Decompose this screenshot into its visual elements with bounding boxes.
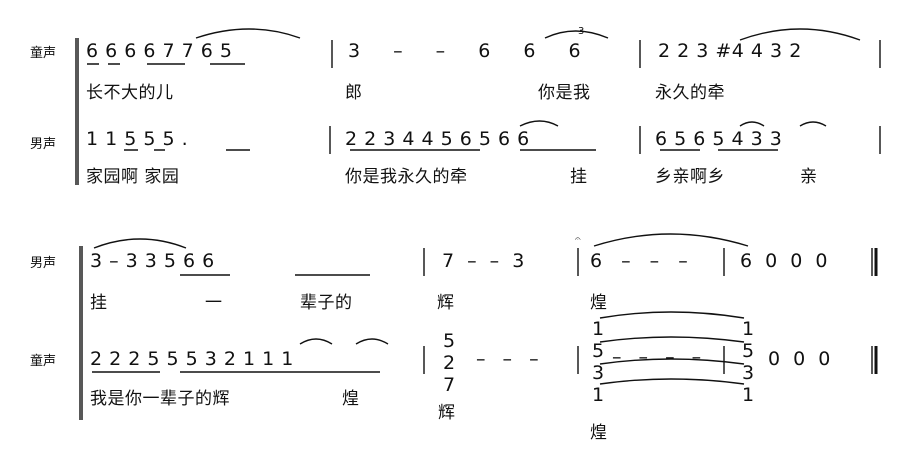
chord-3-note: 3 xyxy=(742,362,755,384)
slur xyxy=(739,121,765,127)
lyric-s2-bot-c: 辉 xyxy=(438,403,456,423)
slur xyxy=(593,233,749,247)
lyric-s1-bot-b: 你是我永久的牵 xyxy=(345,167,468,187)
voice-label-male-2: 男声 xyxy=(30,256,57,271)
chord-2-note: 1 xyxy=(592,384,605,406)
lyric-s1-bot-c: 挂 xyxy=(570,167,588,187)
chord-3-note: 1 xyxy=(742,318,755,340)
chord-1: 5 2 7 xyxy=(443,330,455,396)
lyric-s1-top-c: 你是我 xyxy=(538,83,591,103)
notes-s1-top-m2: 3 – – 6 6 6 xyxy=(348,40,582,62)
lyric-s2-bot-b: 煌 xyxy=(342,389,360,409)
chord-3: 1 5 3 1 xyxy=(742,318,754,406)
tie xyxy=(599,358,745,365)
chord-3-note: 1 xyxy=(742,384,755,406)
barlines-s1 xyxy=(329,40,881,154)
voice-label-children-2: 童声 xyxy=(30,354,57,369)
chord-1-note: 2 xyxy=(443,352,456,374)
notes-s1-bot-m1: 1 1 5 5 5 . xyxy=(86,128,189,150)
slur xyxy=(195,28,301,39)
chord-3-note: 5 xyxy=(742,340,755,362)
chord-2-note: 3 xyxy=(592,362,605,384)
notes-s1-top-m3: 2 2 3 #4 4 3 2 xyxy=(658,40,802,62)
notes-s2-top-m4: 6 0 0 0 xyxy=(740,250,828,272)
lyric-s1-bot-a: 家园啊 家园 xyxy=(86,167,180,187)
rests-s2-m2: – – – xyxy=(476,348,540,370)
tie xyxy=(599,378,745,385)
lyric-s2-top-e: 煌 xyxy=(590,293,608,313)
lyric-s1-top-d: 永久的牵 xyxy=(655,83,725,103)
slur xyxy=(544,30,609,39)
slur xyxy=(799,121,827,127)
voice-label-male: 男声 xyxy=(30,137,57,152)
slur xyxy=(93,238,187,249)
slur xyxy=(355,338,389,345)
lyric-s2-top-a: 挂 xyxy=(90,293,108,313)
notes-s2-top-m2: 7 – – 3 xyxy=(442,250,525,272)
lyric-s2-top-d: 辉 xyxy=(437,293,455,313)
beam-lines-s2 xyxy=(92,274,380,373)
lyric-s1-top-b: 郎 xyxy=(345,83,363,103)
tie xyxy=(599,336,745,343)
voice-label-children: 童声 xyxy=(30,46,57,61)
slur xyxy=(739,28,861,41)
lyric-s1-bot-e: 亲 xyxy=(800,167,818,187)
lyric-s2-bot-d: 煌 xyxy=(590,423,608,443)
notes-s1-bot-m3: 6 5 6 5 4 3 3 xyxy=(655,128,783,150)
slur xyxy=(299,338,333,345)
chord-1-note: 7 xyxy=(443,374,456,396)
chord-2-note: 5 xyxy=(592,340,605,362)
notes-s2-top-m3: 6 – – – xyxy=(590,250,689,272)
lyric-s2-top-c: 辈子的 xyxy=(300,293,353,313)
tie xyxy=(599,311,745,319)
system-bracket xyxy=(75,38,79,185)
chord-2-note: 1 xyxy=(592,318,605,340)
system-bracket xyxy=(79,246,83,420)
lyric-s1-top-a: 长不大的儿 xyxy=(86,83,174,103)
chord-1-note: 5 xyxy=(443,330,456,352)
fermata-icon: 𝄐 xyxy=(575,234,581,245)
notes-s2-bot-m1: 2 2 2 5 5 5 3 2 1 1 1 xyxy=(90,348,294,370)
rests-s2-m4: 0 0 0 xyxy=(768,348,831,370)
barlines-s2 xyxy=(423,248,725,374)
notes-s2-top-m1: 3 – 3 3 5 6 6 xyxy=(90,250,215,272)
notes-s1-bot-m2: 2 2 3 4 4 5 6 5 6 6 xyxy=(345,128,530,150)
notes-s1-top-m1: 6 6 6 6 7 7 6 5 xyxy=(86,40,233,62)
rests-s2-m3: – – – – xyxy=(612,346,702,368)
chord-2: 1 5 3 1 xyxy=(592,318,604,406)
lyric-s2-bot-a: 我是你一辈子的辉 xyxy=(90,389,230,409)
slur xyxy=(519,120,559,127)
beam-lines-s1 xyxy=(87,63,778,151)
lyric-s2-top-b: 一 xyxy=(205,293,223,313)
lyric-s1-bot-d: 乡亲啊乡 xyxy=(655,167,725,187)
